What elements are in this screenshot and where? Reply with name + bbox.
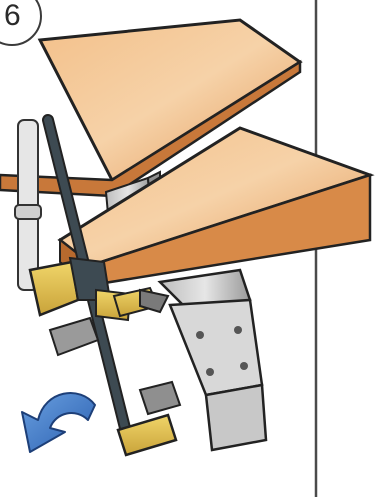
lower-bracket: [160, 270, 266, 450]
step-number: 6: [4, 0, 21, 32]
rotate-arrow-icon: [22, 393, 95, 452]
support-pipe: [15, 120, 41, 290]
